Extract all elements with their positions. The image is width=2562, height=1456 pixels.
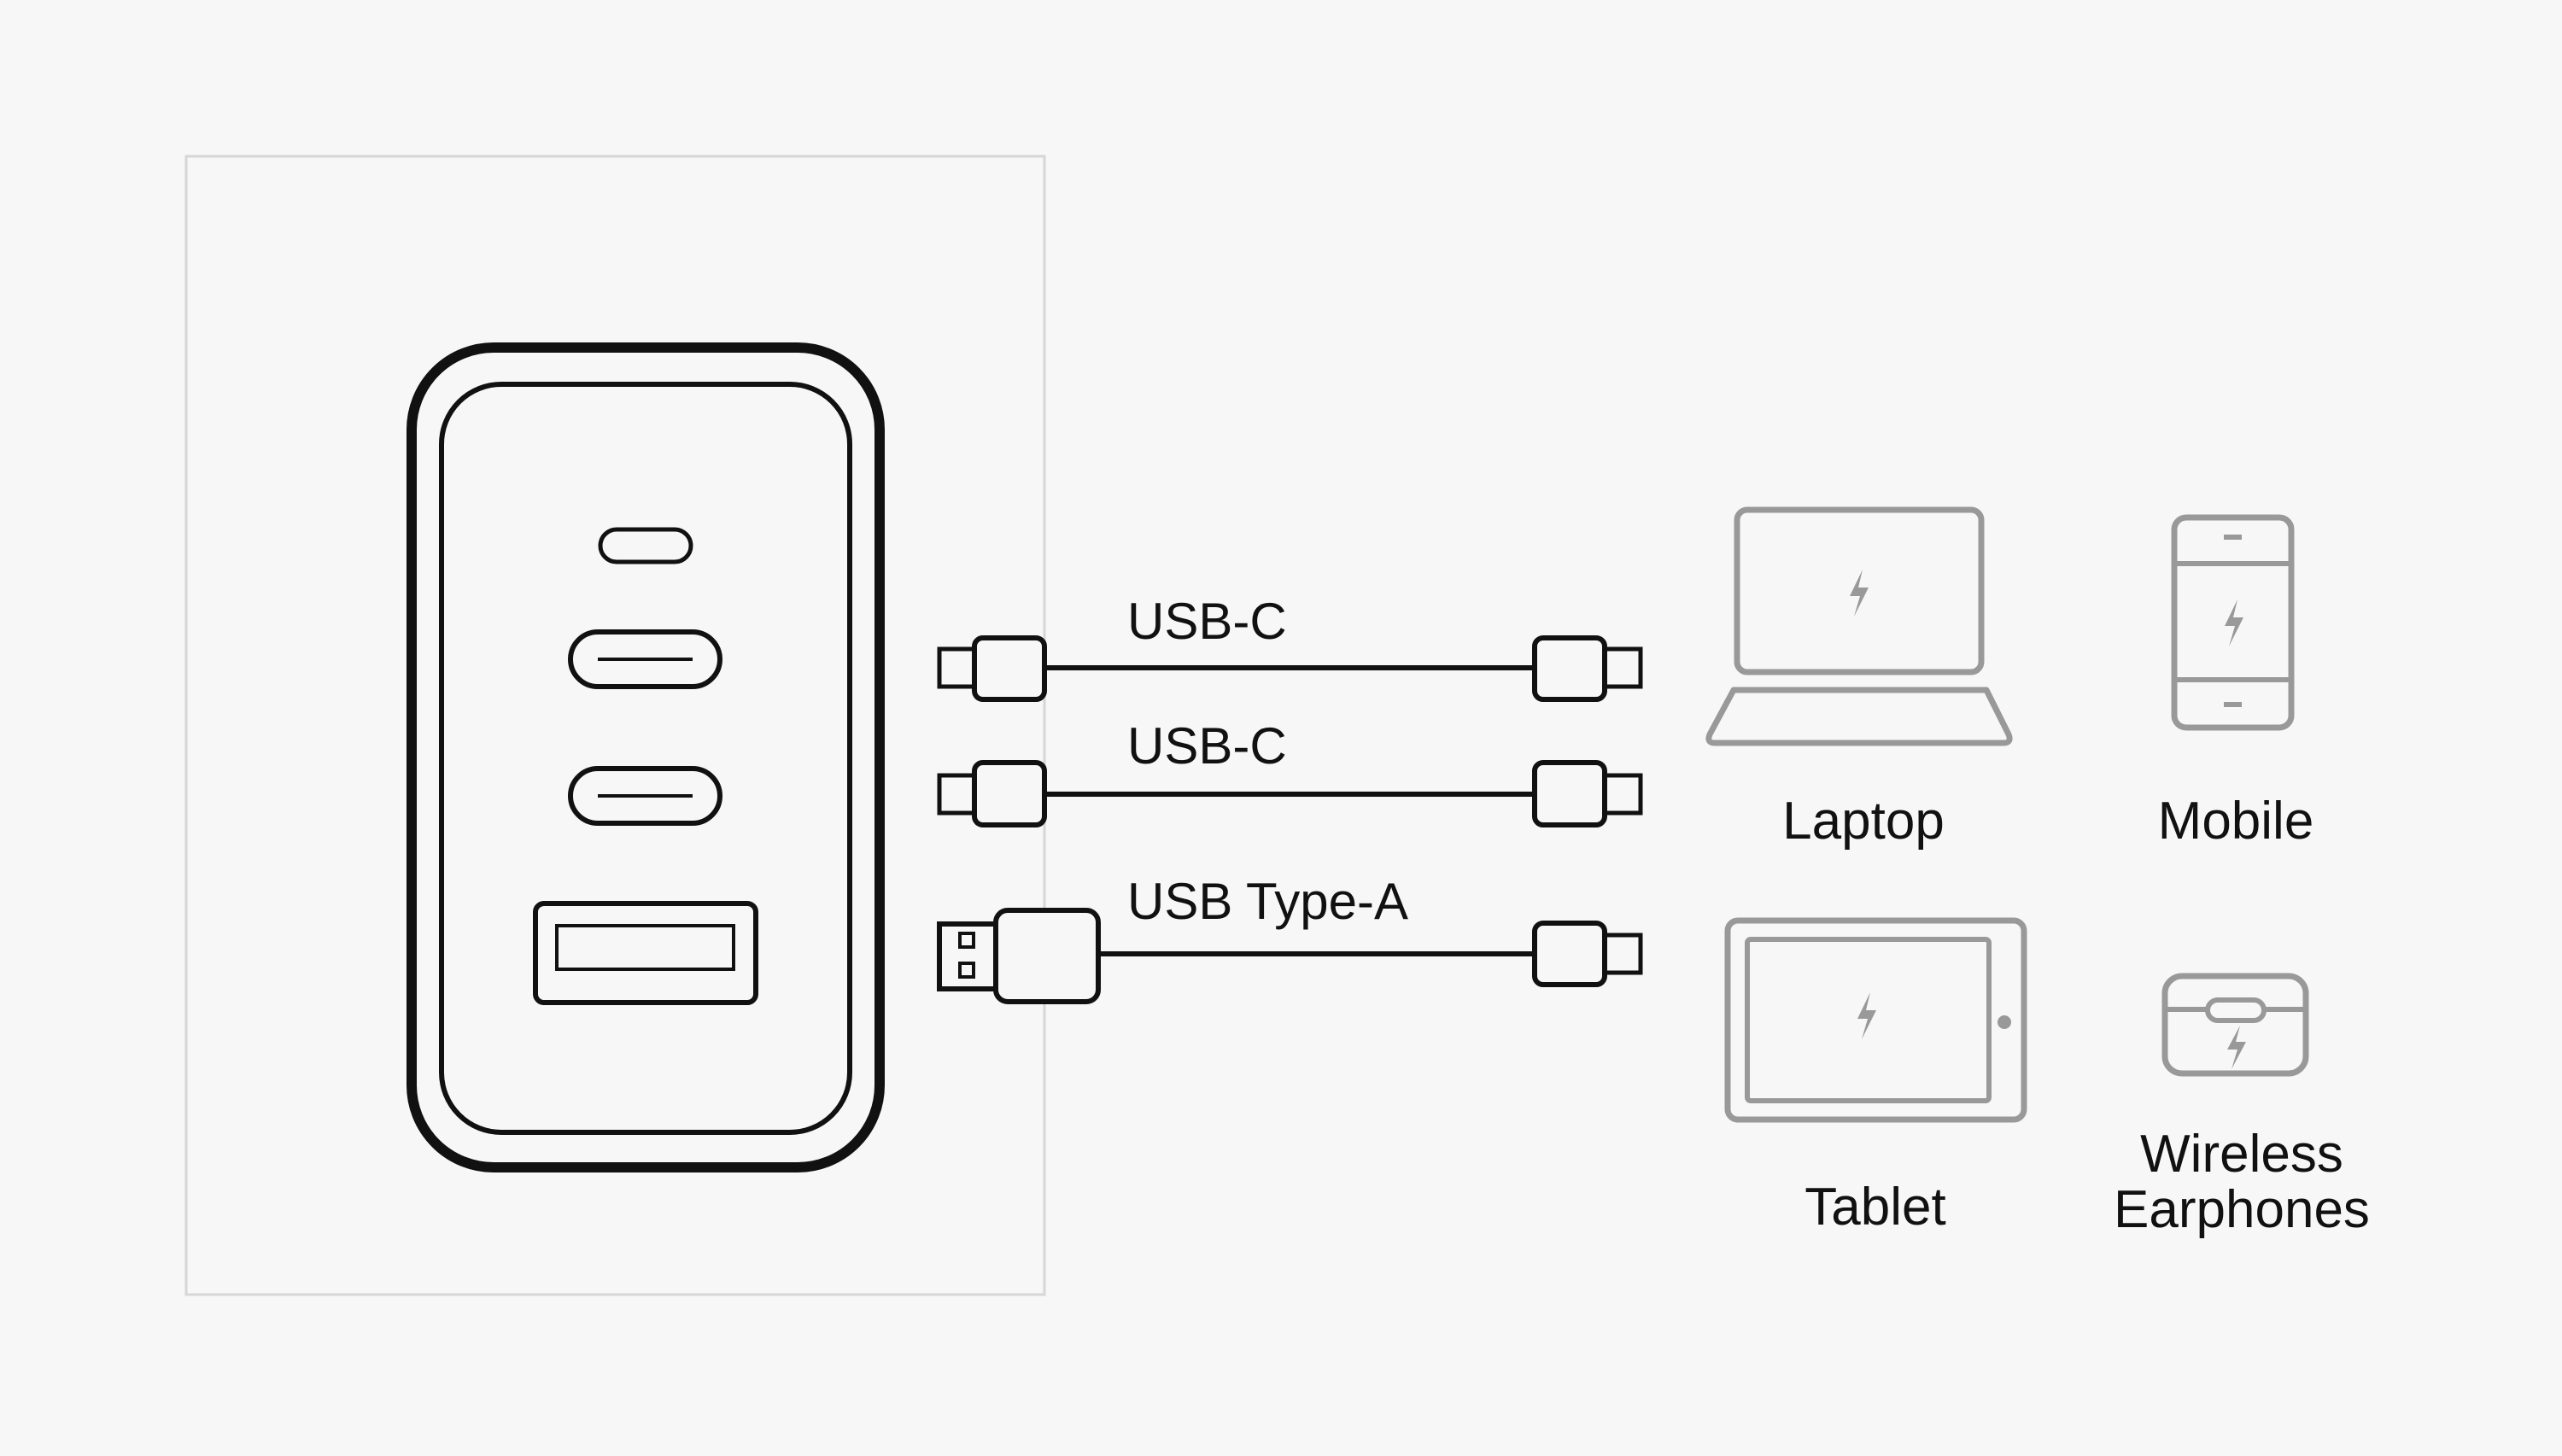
usb-a-port [533, 901, 758, 1005]
tablet-icon [1724, 917, 2027, 1123]
cable-label-usb-type-a: USB Type-A [1127, 873, 1408, 930]
usb-type-a-cable [937, 908, 1643, 1004]
earphones-case-icon [2161, 973, 2309, 1077]
laptop-icon [1705, 506, 2013, 746]
mobile-phone-icon [2171, 514, 2295, 731]
charger-led-indicator [598, 527, 693, 564]
usb-c-port-2 [568, 766, 722, 826]
device-label-earphones-line1: Wireless [2140, 1125, 2343, 1184]
device-label-tablet: Tablet [1805, 1178, 1945, 1237]
usb-c-cable-2 [937, 760, 1643, 827]
device-label-mobile: Mobile [2158, 792, 2314, 851]
cable-label-usb-c-2: USB-C [1127, 717, 1287, 775]
cable-label-usb-c-1: USB-C [1127, 593, 1287, 650]
charger-panel [184, 155, 1046, 1296]
device-label-earphones-line2: Earphones [2114, 1180, 2370, 1239]
charger-icon [407, 342, 885, 1172]
charger-outer-shell [407, 342, 885, 1172]
usb-c-cable-1 [937, 635, 1643, 702]
charger-inner-face [439, 382, 852, 1135]
device-label-laptop: Laptop [1782, 792, 1945, 851]
usb-c-port-1 [568, 629, 722, 689]
